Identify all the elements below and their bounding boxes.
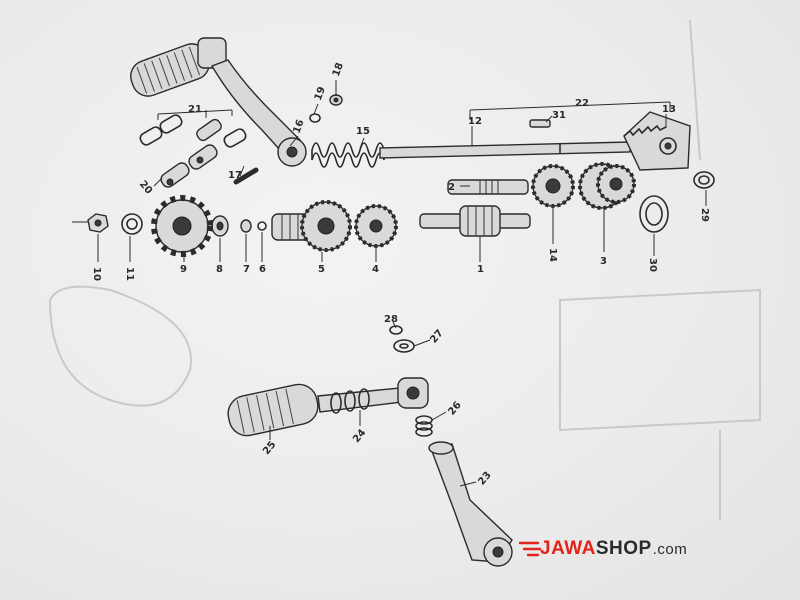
part-number: 4 xyxy=(372,264,379,275)
part-number: 24 xyxy=(351,427,368,445)
part-number: 28 xyxy=(384,314,398,325)
part-number: 13 xyxy=(662,104,676,115)
part-number: 10 xyxy=(91,267,102,281)
sleeve-shaft xyxy=(447,179,529,195)
spring xyxy=(311,142,385,168)
part-number: 6 xyxy=(259,264,266,275)
part-number: 23 xyxy=(476,470,493,488)
part-number: 14 xyxy=(547,248,558,262)
background-show-through xyxy=(48,19,761,520)
jawashop-logo: JAWA SHOP .com xyxy=(540,536,687,562)
gear-4 xyxy=(354,204,398,248)
part-number: 26 xyxy=(446,400,463,418)
part-number: 3 xyxy=(600,256,607,267)
kick-lever-bottom xyxy=(227,325,513,567)
part-number-labels: 10 11 9 8 7 6 5 4 1 14 3 30 29 2 12 22 1… xyxy=(91,61,710,487)
part-number: 22 xyxy=(575,98,589,109)
chain-links xyxy=(139,114,247,188)
part-number: 17 xyxy=(228,170,242,181)
part-number: 5 xyxy=(318,264,325,275)
part-number: 9 xyxy=(180,264,187,275)
part-number: 19 xyxy=(313,85,328,102)
logo-brand-dark: SHOP xyxy=(595,538,652,559)
main-shaft xyxy=(419,205,531,237)
part-number: 18 xyxy=(331,61,346,78)
logo-speed-lines xyxy=(518,541,542,557)
part-number: 20 xyxy=(137,179,154,197)
part-number: 30 xyxy=(647,258,658,272)
leader-lines xyxy=(97,80,707,487)
gear-14 xyxy=(531,164,575,208)
part-number: 2 xyxy=(448,182,455,193)
sprocket-9 xyxy=(151,195,213,257)
logo-domain: .com xyxy=(652,540,688,558)
gear-5 xyxy=(271,200,352,252)
logo-brand-red: JAWA xyxy=(540,538,596,559)
part-number: 7 xyxy=(243,264,250,275)
part-number: 8 xyxy=(216,264,223,275)
part-number: 1 xyxy=(477,264,484,275)
part-number: 27 xyxy=(428,328,445,346)
part-number: 29 xyxy=(699,208,710,222)
part-number: 31 xyxy=(552,110,566,121)
part-number: 11 xyxy=(124,267,135,281)
gear-3 xyxy=(578,162,636,210)
part-number: 12 xyxy=(468,116,482,127)
quadrant-gear xyxy=(623,111,691,171)
part-number: 21 xyxy=(188,104,202,115)
part-number: 25 xyxy=(261,439,278,457)
part-number: 16 xyxy=(292,118,307,135)
kick-lever-top xyxy=(130,37,307,167)
kick-shaft xyxy=(379,141,631,159)
part-number: 15 xyxy=(356,126,370,137)
